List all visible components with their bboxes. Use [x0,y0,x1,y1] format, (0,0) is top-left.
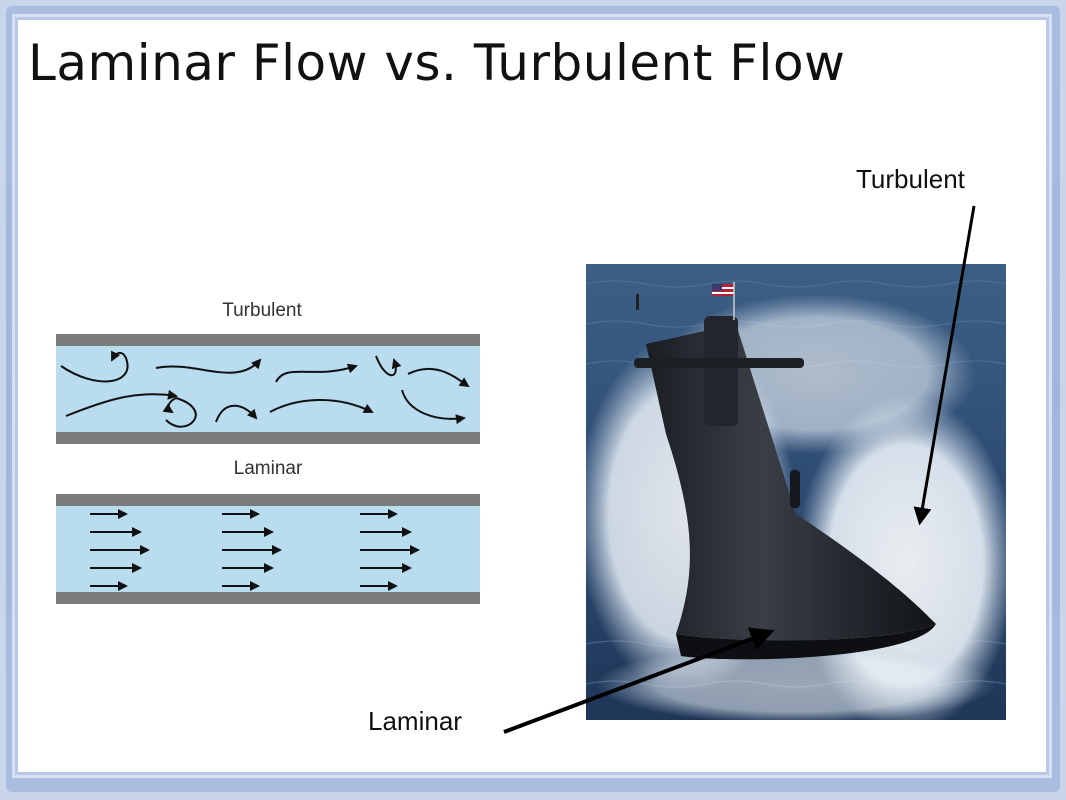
laminar-flow-arrows [90,509,420,591]
diagram-turbulent-label: Turbulent [222,300,302,321]
laminar-pipe [56,494,480,604]
slide-title: Laminar Flow vs. Turbulent Flow [28,34,846,92]
photo-laminar-label: Laminar [368,706,462,736]
diagram-laminar-label: Laminar [234,458,303,479]
turbulent-flow-arrows [60,350,470,428]
slide: Laminar Flow vs. Turbulent Flow Turbulen… [18,20,1046,772]
turbulent-pipe [56,334,480,444]
pipe-flow-diagram: Turbulent Laminar [56,300,480,604]
submarine-photo [586,264,1006,720]
photo-turbulent-label: Turbulent [856,164,965,194]
